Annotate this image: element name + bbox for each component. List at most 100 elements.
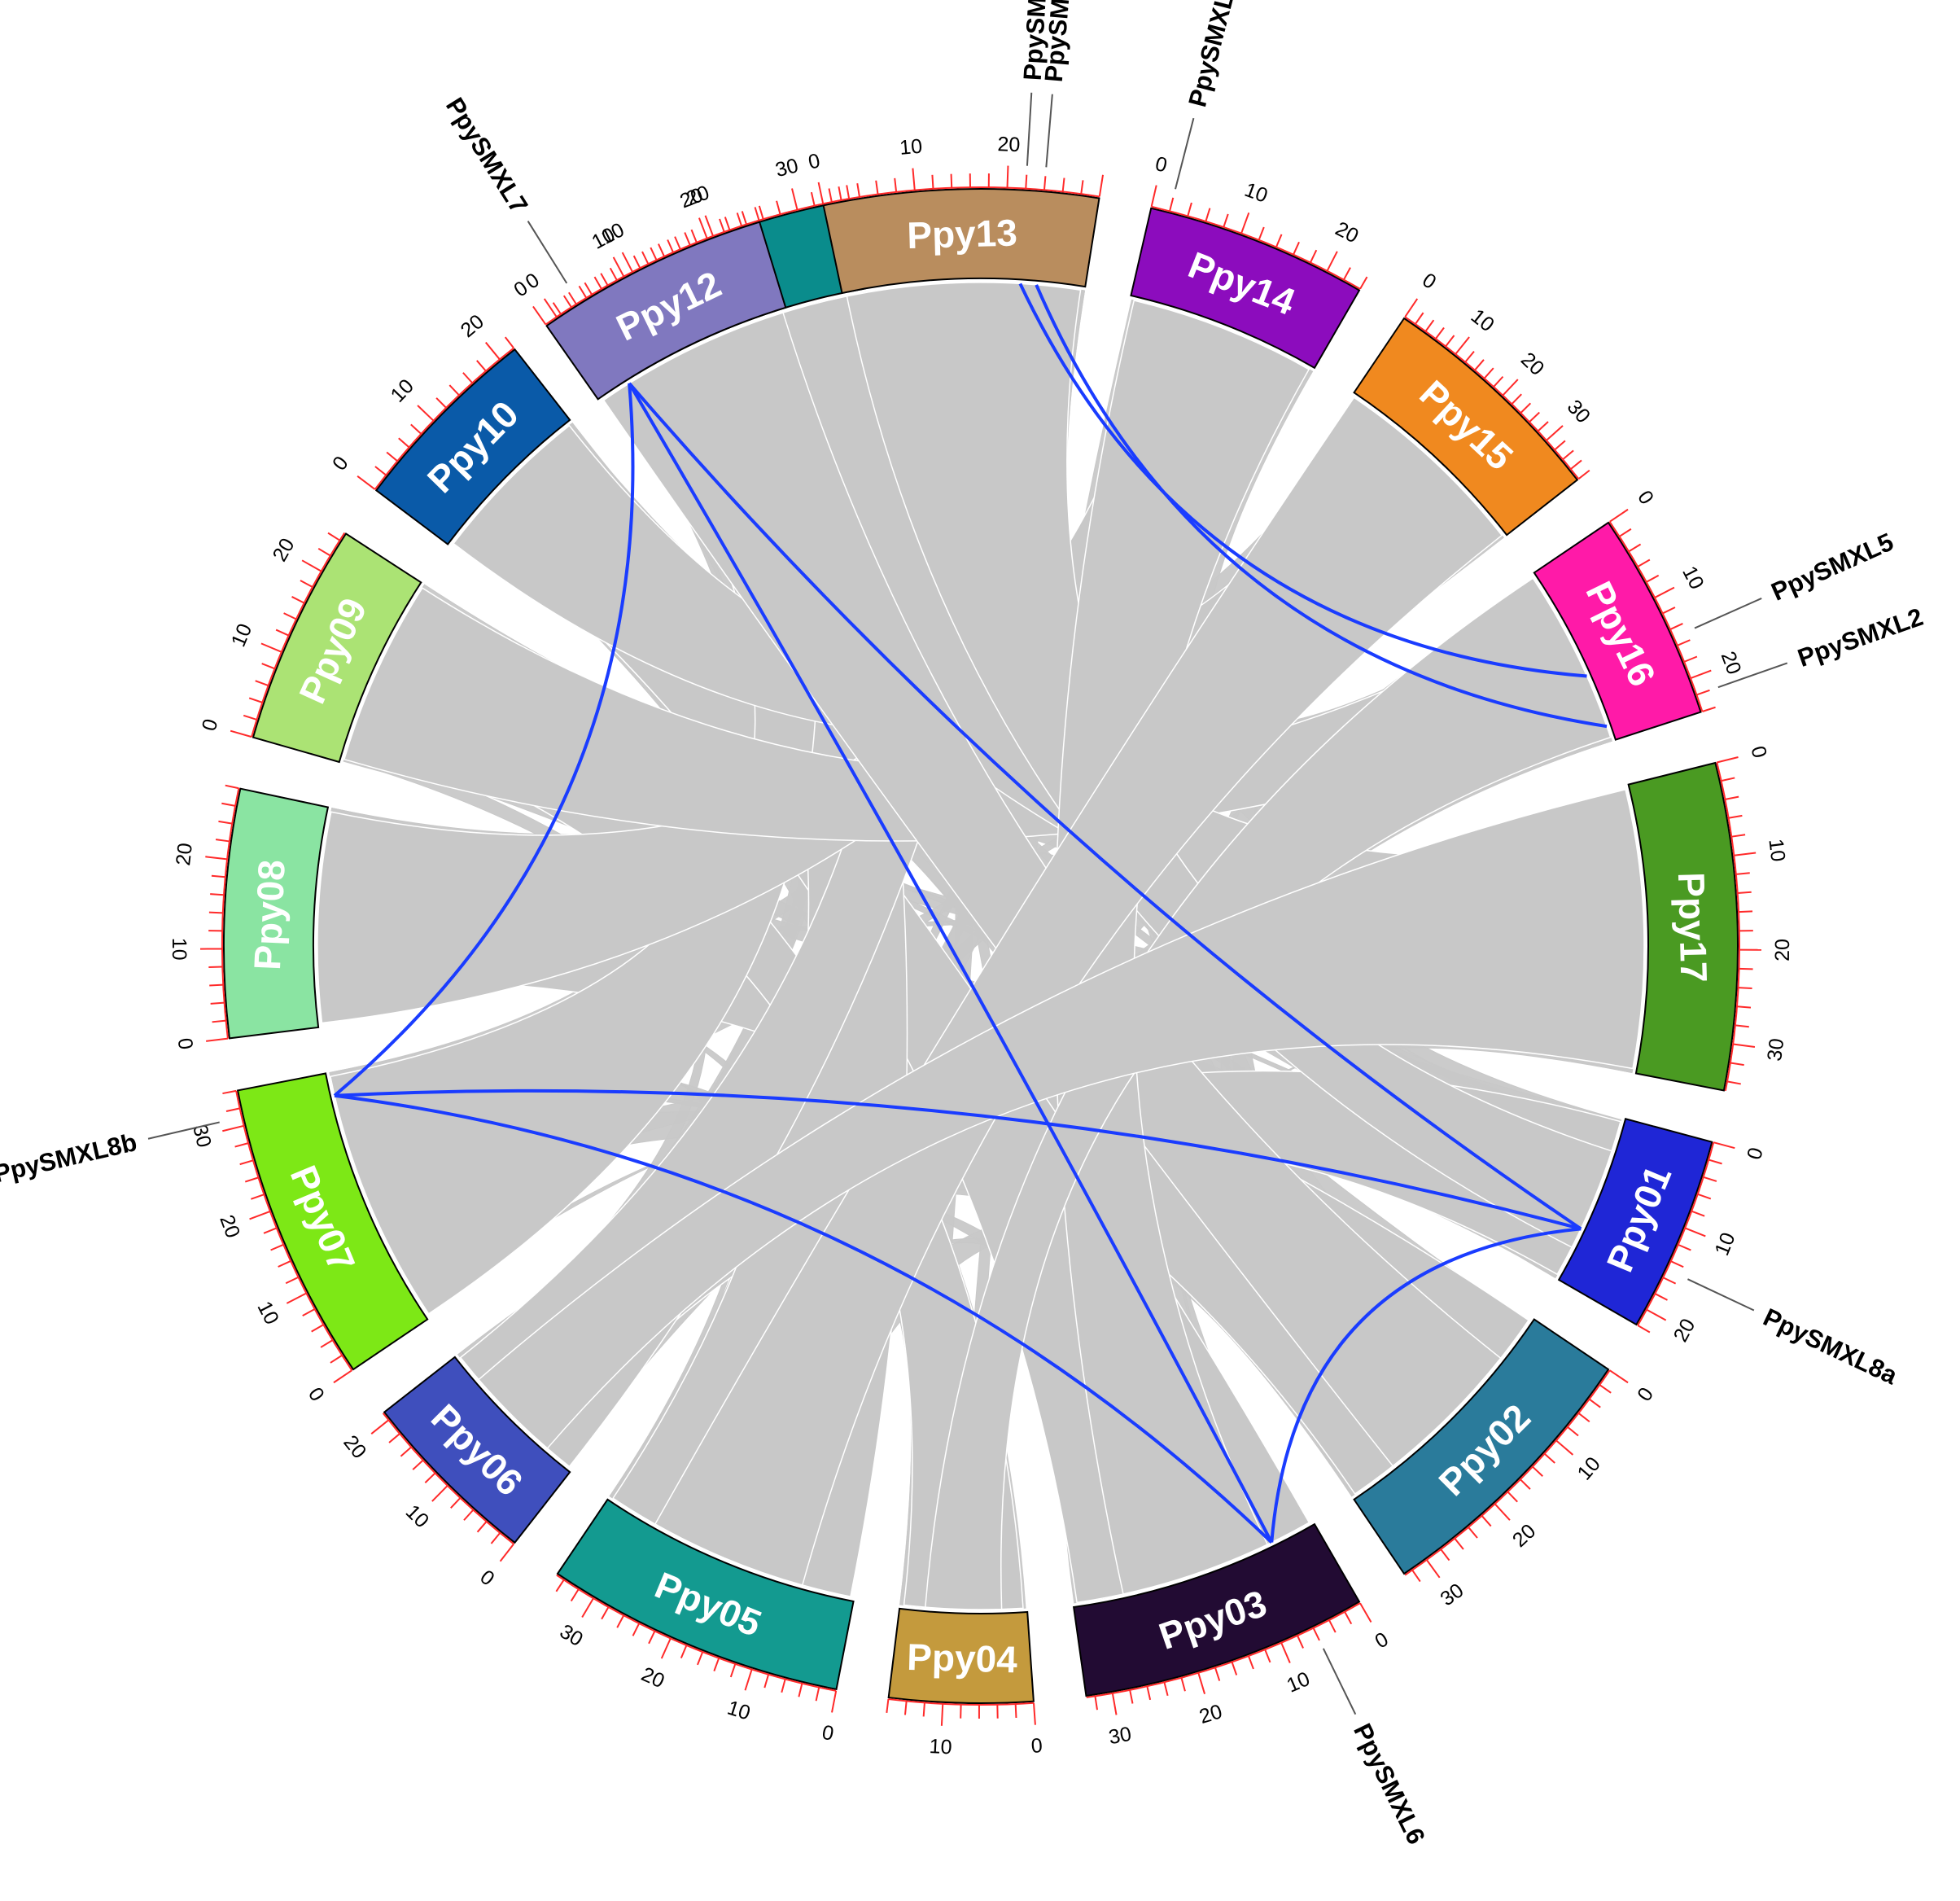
tick-mark (875, 180, 879, 195)
tick-mark (1440, 1548, 1450, 1562)
tick-label: 0 (820, 1721, 836, 1746)
tick-mark (450, 1497, 462, 1509)
tick-mark (1731, 834, 1746, 838)
tick-axis (221, 788, 240, 1039)
tick-mark (300, 580, 313, 588)
tick-label: 10 (1467, 304, 1498, 336)
tick-mark (1240, 212, 1250, 234)
tick-axis (251, 532, 346, 738)
tick-mark (922, 1702, 925, 1717)
tick-mark (632, 255, 641, 269)
tick-mark (1404, 298, 1419, 318)
highlight-link (1035, 284, 1608, 729)
tick-mark (283, 612, 297, 620)
gene-leader-line (1045, 94, 1053, 168)
tick-mark (1455, 336, 1470, 355)
tick-mark (856, 183, 860, 198)
background-synteny-links (317, 282, 1645, 1610)
tick-mark (758, 205, 764, 220)
tick-mark (690, 229, 698, 243)
tick-mark (270, 1243, 284, 1251)
tick-mark (1690, 669, 1712, 680)
tick-mark (600, 273, 609, 287)
tick-mark (581, 1597, 594, 1618)
tick-mark (831, 1690, 838, 1713)
tick-label: 0 (173, 1036, 197, 1050)
tick-label: 10 (1710, 1229, 1739, 1259)
tick-mark (601, 1606, 610, 1620)
tick-mark (621, 252, 633, 273)
tick-mark (1654, 586, 1675, 598)
tick-mark (1734, 852, 1757, 856)
chromosome-block (887, 1607, 1035, 1704)
tick-mark (791, 188, 798, 210)
tick-mark (1654, 1293, 1668, 1301)
tick-axis (1151, 205, 1361, 290)
tick-mark (744, 1669, 753, 1691)
tick-mark (417, 405, 435, 422)
chromosome-label: Ppy13 (907, 212, 1018, 257)
tick-axis (556, 1574, 837, 1692)
tick-mark (291, 596, 305, 604)
tick-mark (499, 1543, 514, 1562)
tick-mark (1554, 440, 1566, 451)
tick-label: 10 (724, 1696, 753, 1724)
tick-mark (1280, 1642, 1291, 1663)
tick-mark (448, 384, 460, 396)
tick-mark (1703, 1176, 1717, 1182)
tick-mark (1609, 508, 1629, 523)
chromosome-block (545, 221, 787, 401)
tick-mark (704, 215, 715, 237)
gene-label: PpySMXL6 (1348, 1719, 1431, 1849)
chromosome-ticks: 0 10 20 30 (555, 1574, 838, 1746)
tick-mark (1483, 367, 1494, 379)
tick-mark (1169, 197, 1175, 212)
tick-mark (1094, 1696, 1098, 1710)
tick-mark (1415, 312, 1424, 325)
tick-mark (1520, 402, 1532, 414)
tick-mark (1468, 1526, 1478, 1539)
synteny-ribbon (654, 396, 1503, 1586)
chromosome-block (1557, 1118, 1713, 1326)
tick-mark (222, 1124, 244, 1132)
tick-mark (205, 856, 228, 861)
chromosome-block (236, 1072, 429, 1371)
highlight-link (628, 382, 1582, 1231)
tick-label: 10 (929, 1735, 952, 1759)
tick-mark (212, 1019, 226, 1023)
tick-mark (1359, 1602, 1372, 1623)
tick-mark (1411, 1569, 1421, 1583)
tick-axis (1608, 521, 1704, 712)
tick-mark (609, 267, 618, 281)
chromosome-block (1072, 1522, 1361, 1697)
tick-mark (817, 182, 825, 204)
tick-mark (225, 784, 239, 790)
tick-mark (1567, 1426, 1579, 1437)
chromosome-label: Ppy08 (246, 859, 293, 971)
tick-mark (776, 200, 781, 215)
tick-mark (1735, 1024, 1749, 1028)
tick-mark (1683, 655, 1698, 663)
tick-mark (641, 251, 650, 265)
gene-leader-line (1175, 117, 1195, 190)
tick-mark (255, 680, 269, 686)
gene-label: PpySMXL7 (440, 93, 534, 218)
highlighted-gene-links (333, 283, 1608, 1544)
tick-label: 20 (269, 534, 300, 565)
tick-mark (1662, 1277, 1677, 1285)
tick-label: 20 (1669, 1315, 1700, 1346)
tick-axis (235, 1090, 353, 1371)
gene-ppysmxl2: PpySMXL2 (1717, 602, 1927, 689)
tick-mark (543, 298, 558, 318)
tick-mark (1609, 1369, 1629, 1384)
tick-label: 0 (475, 1566, 498, 1591)
tick-mark (1646, 1308, 1667, 1321)
tick-label: 20 (997, 133, 1021, 156)
tick-label: 0 (1633, 487, 1658, 509)
tick-label: 30 (556, 1620, 587, 1651)
tick-mark (1061, 177, 1065, 192)
tick-mark (1080, 180, 1084, 195)
tick-label: 20 (638, 1662, 668, 1693)
tick-mark (1511, 393, 1522, 405)
